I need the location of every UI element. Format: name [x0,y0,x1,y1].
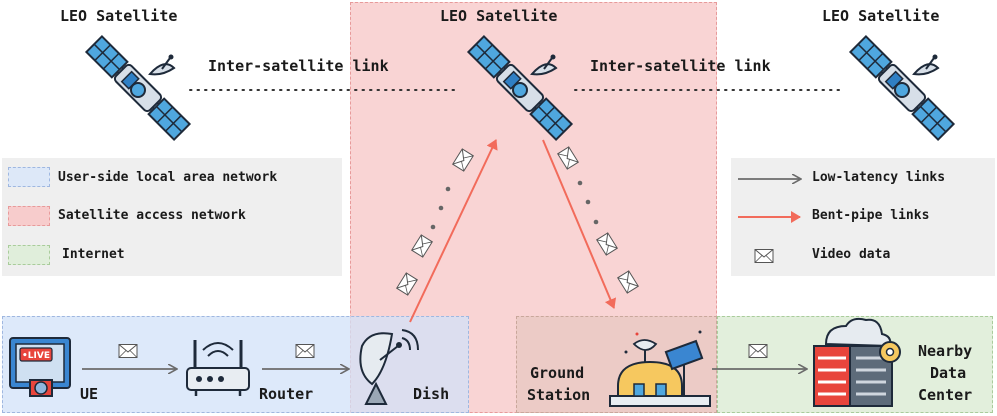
satellite-left-icon [85,35,191,141]
data-center-label-line1: Nearby [918,342,973,360]
satellite-left-label: LEO Satellite [60,7,178,25]
uplink-dot [438,205,444,211]
data-center-icon [813,317,901,407]
ue-camera-icon: •LIVE [9,337,71,397]
uplink-dot [445,186,451,192]
ground-dc-envelope-icon [748,344,768,358]
inter-satellite-link-right-label: Inter-satellite link [590,57,771,75]
legend-label-satellite-access: Satellite access network [58,208,246,223]
bent-pipe-downlink-arrow [542,139,617,309]
ground-station-label-line2: Station [527,386,591,404]
downlink-dot [585,199,591,205]
bent-pipe-uplink-arrow [409,139,498,323]
downlink-dot [593,219,599,225]
legend-envelope-icon [754,249,774,263]
uplink-envelope-icon [452,148,474,172]
downlink-envelope-icon [557,146,579,170]
ue-label: UE [80,385,99,403]
legend-swatch-internet [8,245,50,265]
satellite-right-icon [849,35,955,141]
legend-label-low-latency: Low-latency links [812,170,946,185]
dish-label: Dish [413,385,450,403]
uplink-dot [430,224,436,230]
legend-label-lan: User-side local area network [58,170,278,185]
ground-station-icon [609,330,711,407]
legend-label-video-data: Video data [812,247,891,262]
downlink-envelope-icon [617,270,639,294]
uplink-envelope-icon [411,234,433,258]
svg-text:•LIVE: •LIVE [22,351,50,361]
inter-satellite-link-left-label: Inter-satellite link [208,57,389,75]
data-center-label-line3: Center [918,386,973,404]
region-legend [2,158,342,276]
legend-label-bent-pipe: Bent-pipe links [812,208,930,223]
ground-station-label-line1: Ground [530,364,585,382]
data-center-label-line2: Data [930,364,967,382]
satellite-center-label: LEO Satellite [440,7,558,25]
satellite-center-icon [467,35,573,141]
router-label: Router [259,385,314,403]
user-lan-region [2,316,469,413]
satellite-right-label: LEO Satellite [822,7,940,25]
downlink-envelope-icon [596,232,618,256]
downlink-dot [577,180,583,186]
uplink-envelope-icon [396,272,418,296]
router-icon [186,340,250,396]
router-dish-envelope-icon [295,344,315,358]
legend-swatch-lan [8,167,50,187]
legend-swatch-satellite-access [8,206,50,226]
dish-icon [359,329,419,405]
legend-label-internet: Internet [62,247,125,262]
ue-router-envelope-icon [118,344,138,358]
